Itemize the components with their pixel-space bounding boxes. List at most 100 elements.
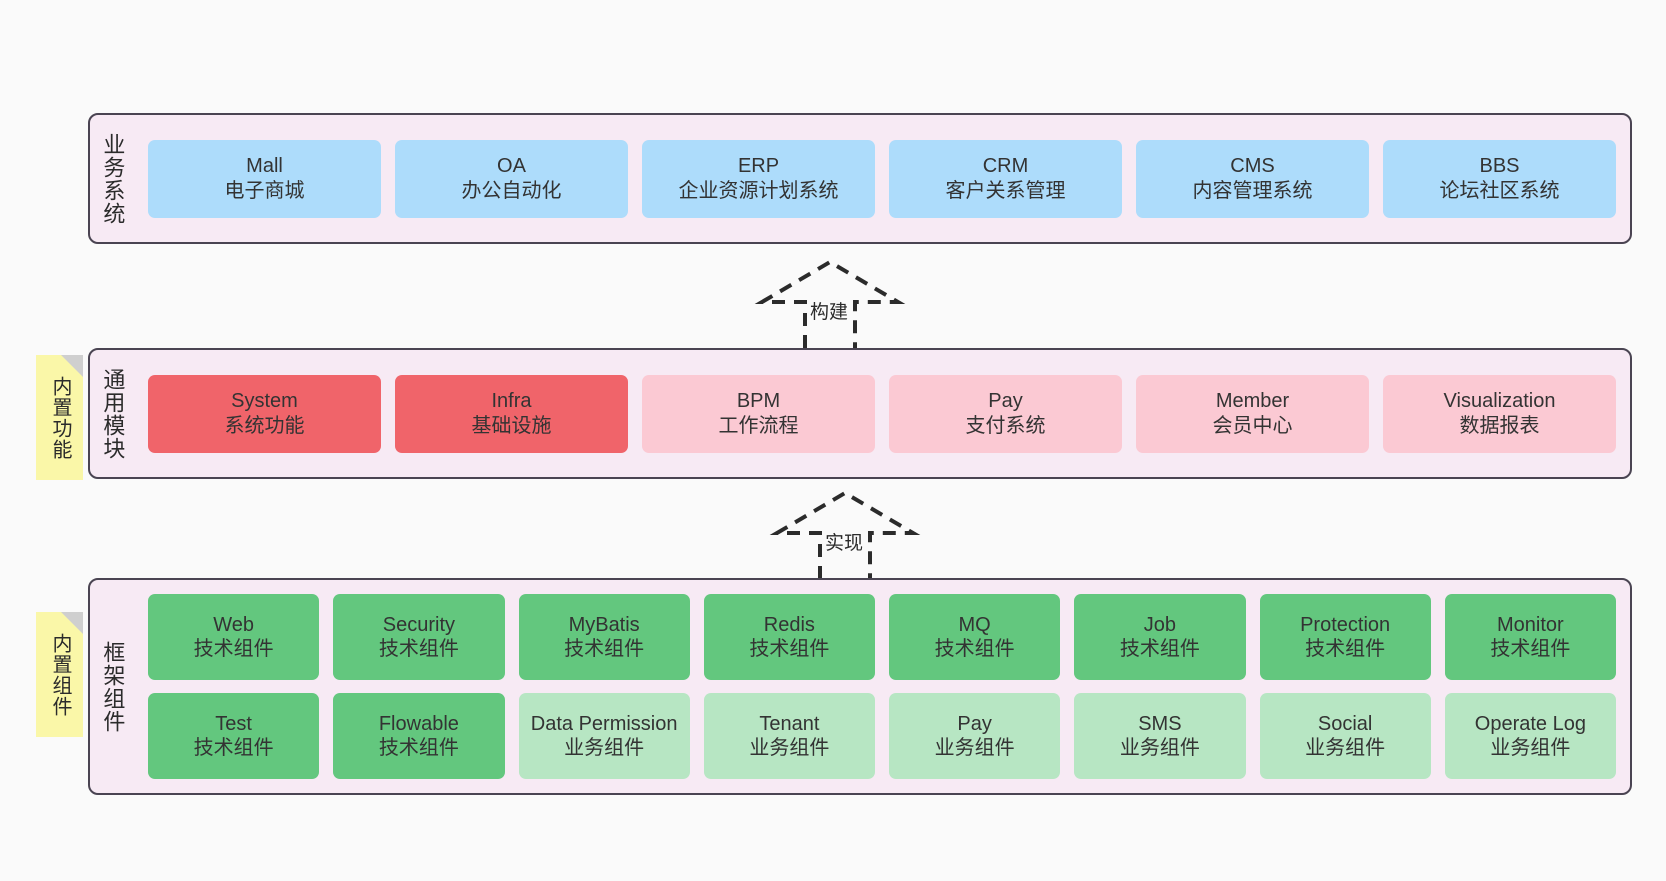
connector-implement-arrow: 实现 <box>765 487 925 582</box>
card-operate-log-en: Operate Log <box>1474 712 1586 735</box>
card-infra-cn: 基础设施 <box>471 414 552 437</box>
card-bpm-en: BPM <box>736 390 781 413</box>
card-crm-cn: 客户关系管理 <box>945 179 1066 202</box>
card-job-cn: 技术组件 <box>1119 638 1200 660</box>
card-tenant[interactable]: Tenant 业务组件 <box>703 693 875 779</box>
card-sms-cn: 业务组件 <box>1119 737 1200 759</box>
layer-common-module: 通用模块 System 系统功能 Infra 基础设施 BPM 工作流程 Pay… <box>88 348 1632 479</box>
card-mybatis[interactable]: MyBatis 技术组件 <box>518 594 690 680</box>
card-flowable-cn: 技术组件 <box>378 737 459 759</box>
card-erp[interactable]: ERP 企业资源计划系统 <box>642 139 875 218</box>
card-tenant-en: Tenant <box>759 712 820 735</box>
card-system-en: System <box>231 390 298 413</box>
card-operate-log-cn: 业务组件 <box>1490 737 1571 759</box>
card-oa-en: OA <box>497 155 526 178</box>
framework-card-grid: Web 技术组件 Security 技术组件 MyBatis 技术组件 Redi… <box>134 580 1630 793</box>
card-pay-component-cn: 业务组件 <box>934 737 1015 759</box>
connector-build-arrow: 构建 <box>750 256 910 351</box>
card-social-cn: 业务组件 <box>1305 737 1386 759</box>
card-pay-component-en: Pay <box>957 712 992 735</box>
card-mq[interactable]: MQ 技术组件 <box>889 594 1061 680</box>
layer-framework-component-title: 框架组件 <box>100 640 126 733</box>
card-protection-en: Protection <box>1300 613 1391 636</box>
card-security-en: Security <box>382 613 455 636</box>
card-bbs-cn: 论坛社区系统 <box>1439 179 1560 202</box>
card-web-cn: 技术组件 <box>193 638 274 660</box>
card-job-en: Job <box>1143 613 1176 636</box>
layer-framework-component: 框架组件 Web 技术组件 Security 技术组件 MyBatis 技术组件… <box>88 578 1632 795</box>
card-job[interactable]: Job 技术组件 <box>1074 594 1246 680</box>
card-redis[interactable]: Redis 技术组件 <box>703 594 875 680</box>
card-web-en: Web <box>213 613 254 636</box>
business-card-grid: Mall 电子商城 OA 办公自动化 ERP 企业资源计划系统 CRM 客户关系… <box>134 115 1630 242</box>
card-monitor[interactable]: Monitor 技术组件 <box>1444 594 1616 680</box>
card-protection-cn: 技术组件 <box>1305 638 1386 660</box>
card-member-cn: 会员中心 <box>1212 414 1293 437</box>
card-mybatis-en: MyBatis <box>568 613 640 636</box>
card-mq-cn: 技术组件 <box>934 638 1015 660</box>
card-crm[interactable]: CRM 客户关系管理 <box>889 139 1122 218</box>
card-cms[interactable]: CMS 内容管理系统 <box>1136 139 1369 218</box>
common-card-row: System 系统功能 Infra 基础设施 BPM 工作流程 Pay 支付系统… <box>148 374 1616 453</box>
sticky-note-builtin-features: 内置功能 <box>36 355 83 480</box>
card-data-permission-en: Data Permission <box>530 712 678 735</box>
card-infra-en: Infra <box>491 390 532 413</box>
card-monitor-en: Monitor <box>1497 613 1564 636</box>
connector-implement-label: 实现 <box>825 533 864 554</box>
card-tenant-cn: 业务组件 <box>749 737 830 759</box>
framework-tech-row: Web 技术组件 Security 技术组件 MyBatis 技术组件 Redi… <box>148 594 1616 680</box>
card-system-cn: 系统功能 <box>224 414 305 437</box>
layer-business-system: 业务系统 Mall 电子商城 OA 办公自动化 ERP 企业资源计划系统 CRM… <box>88 113 1632 244</box>
sticky-note-builtin-features-text: 内置功能 <box>49 375 71 460</box>
card-protection[interactable]: Protection 技术组件 <box>1259 594 1431 680</box>
card-system[interactable]: System 系统功能 <box>148 374 381 453</box>
card-pay-module-cn: 支付系统 <box>965 414 1046 437</box>
layer-common-module-title: 通用模块 <box>100 367 126 460</box>
layer-business-system-title: 业务系统 <box>100 132 126 225</box>
card-member-en: Member <box>1215 390 1290 413</box>
card-pay-component[interactable]: Pay 业务组件 <box>889 693 1061 779</box>
sticky-note-builtin-components: 内置组件 <box>36 612 83 737</box>
card-bpm[interactable]: BPM 工作流程 <box>642 374 875 453</box>
card-security[interactable]: Security 技术组件 <box>333 594 505 680</box>
card-flowable-en: Flowable <box>378 712 459 735</box>
card-redis-en: Redis <box>763 613 815 636</box>
card-social[interactable]: Social 业务组件 <box>1259 693 1431 779</box>
card-bbs[interactable]: BBS 论坛社区系统 <box>1383 139 1616 218</box>
card-web[interactable]: Web 技术组件 <box>148 594 320 680</box>
card-visualization-en: Visualization <box>1443 390 1556 413</box>
card-bbs-en: BBS <box>1479 155 1520 178</box>
card-mall-en: Mall <box>246 155 283 178</box>
card-sms-en: SMS <box>1138 712 1182 735</box>
card-member[interactable]: Member 会员中心 <box>1136 374 1369 453</box>
card-flowable[interactable]: Flowable 技术组件 <box>333 693 505 779</box>
framework-business-row: Test 技术组件 Flowable 技术组件 Data Permission … <box>148 693 1616 779</box>
card-erp-cn: 企业资源计划系统 <box>678 179 839 202</box>
card-security-cn: 技术组件 <box>378 638 459 660</box>
card-cms-en: CMS <box>1230 155 1275 178</box>
card-mybatis-cn: 技术组件 <box>564 638 645 660</box>
sticky-note-builtin-components-text: 内置组件 <box>49 632 71 717</box>
card-pay-module-en: Pay <box>988 390 1023 413</box>
card-visualization[interactable]: Visualization 数据报表 <box>1383 374 1616 453</box>
card-pay-module[interactable]: Pay 支付系统 <box>889 374 1122 453</box>
business-card-row: Mall 电子商城 OA 办公自动化 ERP 企业资源计划系统 CRM 客户关系… <box>148 139 1616 218</box>
card-operate-log[interactable]: Operate Log 业务组件 <box>1444 693 1616 779</box>
card-cms-cn: 内容管理系统 <box>1192 179 1313 202</box>
card-mall[interactable]: Mall 电子商城 <box>148 139 381 218</box>
common-card-grid: System 系统功能 Infra 基础设施 BPM 工作流程 Pay 支付系统… <box>134 350 1630 477</box>
card-mq-en: MQ <box>958 613 991 636</box>
card-mall-cn: 电子商城 <box>224 179 305 202</box>
card-oa[interactable]: OA 办公自动化 <box>395 139 628 218</box>
card-data-permission[interactable]: Data Permission 业务组件 <box>518 693 690 779</box>
card-social-en: Social <box>1317 712 1373 735</box>
card-redis-cn: 技术组件 <box>749 638 830 660</box>
card-test-en: Test <box>215 712 252 735</box>
card-test[interactable]: Test 技术组件 <box>148 693 320 779</box>
card-sms[interactable]: SMS 业务组件 <box>1074 693 1246 779</box>
card-bpm-cn: 工作流程 <box>718 414 799 437</box>
card-oa-cn: 办公自动化 <box>461 179 562 202</box>
card-infra[interactable]: Infra 基础设施 <box>395 374 628 453</box>
card-monitor-cn: 技术组件 <box>1490 638 1571 660</box>
card-crm-en: CRM <box>982 155 1029 178</box>
